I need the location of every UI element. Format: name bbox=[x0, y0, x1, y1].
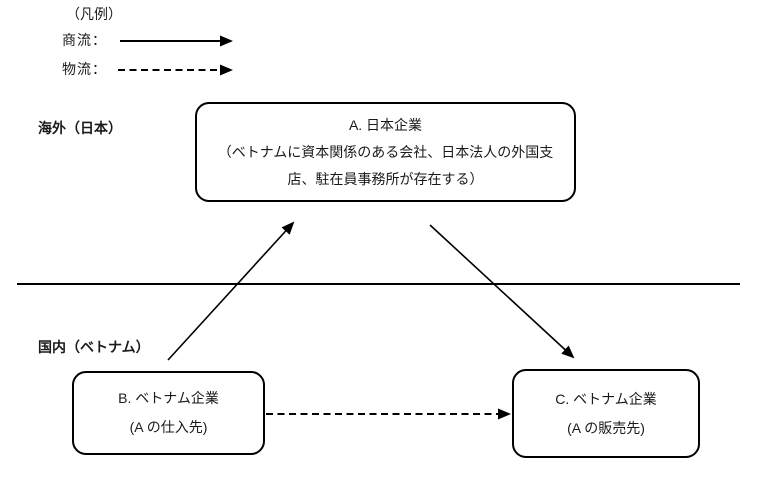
legend-item-logistics-label: 物流： bbox=[62, 61, 107, 77]
box-c-title: C. ベトナム企業 bbox=[555, 390, 657, 407]
region-label-domestic-vietnam: 国内（ベトナム） bbox=[38, 339, 150, 355]
legend-title: （凡例） bbox=[66, 6, 122, 22]
box-b-title: B. ベトナム企業 bbox=[118, 390, 219, 406]
node-box-c-vietnamese-buyer: C. ベトナム企業 (A の販売先) bbox=[512, 369, 700, 458]
legend-item-commerce-label: 商流： bbox=[62, 32, 107, 48]
box-a-subtitle-line2: 店、駐在員事務所が存在する） bbox=[287, 170, 484, 187]
region-label-overseas-japan: 海外（日本） bbox=[38, 120, 122, 136]
node-box-b-vietnamese-supplier: B. ベトナム企業 (A の仕入先) bbox=[72, 371, 265, 455]
box-b-subtitle: (A の仕入先) bbox=[129, 419, 208, 435]
box-a-title: A. 日本企業 bbox=[348, 116, 423, 133]
flow-arrow-b-to-a-commerce bbox=[167, 221, 295, 361]
box-a-subtitle-line1: （ベトナムに資本関係のある会社、日本法人の外国支 bbox=[217, 143, 554, 160]
box-c-subtitle: (A の販売先) bbox=[567, 419, 645, 436]
flow-arrow-a-to-c-commerce bbox=[429, 224, 575, 359]
node-box-a-japanese-company: A. 日本企業 （ベトナムに資本関係のある会社、日本法人の外国支 店、駐在員事務… bbox=[195, 102, 576, 202]
